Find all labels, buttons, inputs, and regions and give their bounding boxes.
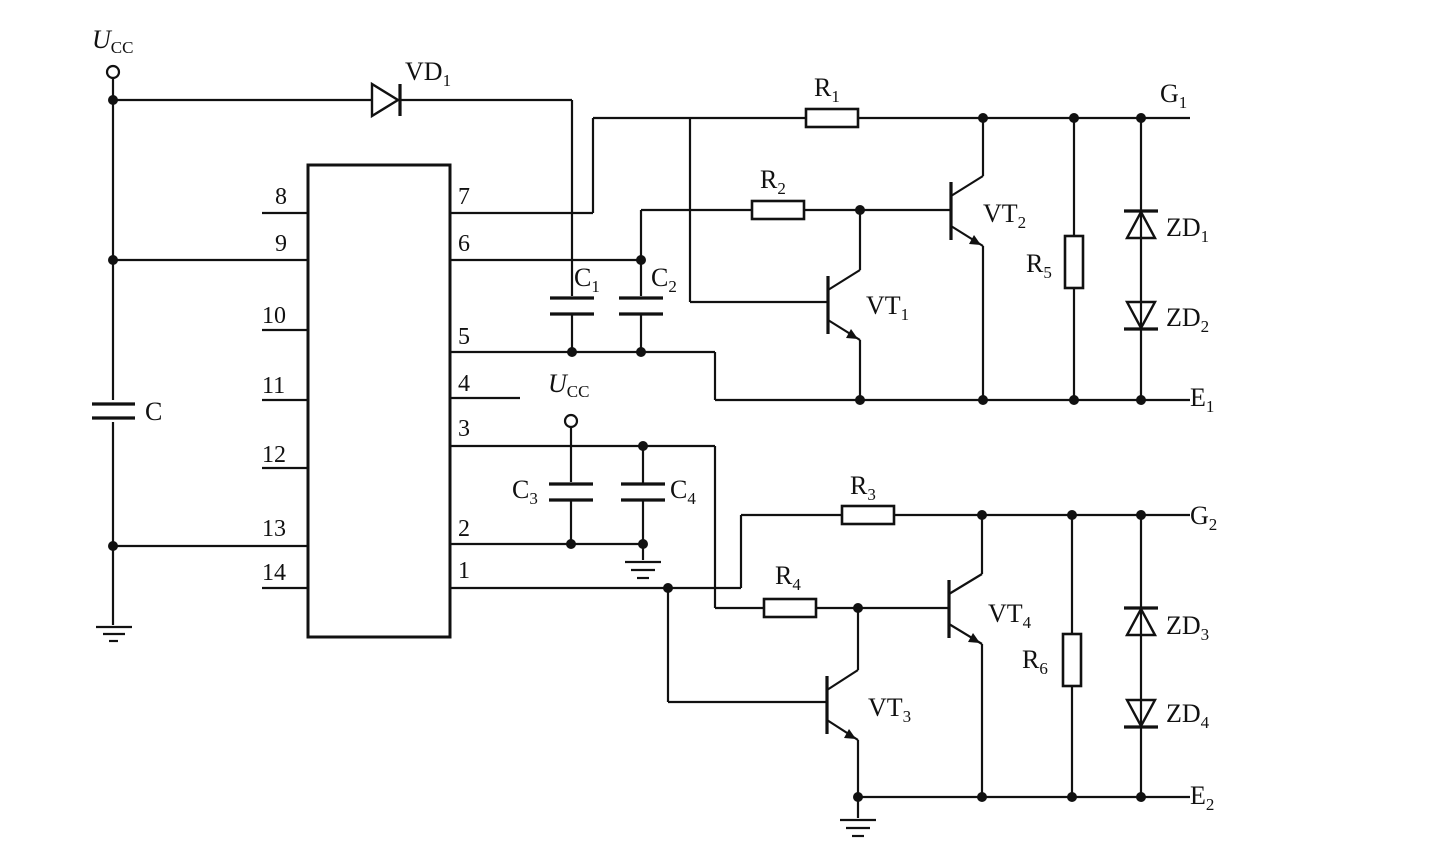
pin-4-label: 4: [458, 371, 470, 397]
vt4-label: VT4: [988, 599, 1032, 632]
pin-2-label: 2: [458, 516, 470, 542]
pin-11-label: 11: [262, 373, 285, 399]
vt2-label: VT2: [983, 199, 1026, 232]
c4-label: C4: [670, 475, 696, 508]
r4-label: R4: [775, 561, 801, 594]
diode-vd1: [370, 81, 574, 296]
upper-channel-wiring: [450, 107, 1190, 402]
r3-label: R3: [850, 471, 876, 504]
r2-label: R2: [760, 165, 786, 198]
pin-7-label: 7: [458, 184, 470, 210]
vt1-label: VT1: [866, 291, 909, 324]
r1-label: R1: [814, 73, 840, 106]
ic-body: [306, 163, 452, 639]
c3-label: C3: [512, 475, 538, 508]
zd3-label: ZD3: [1166, 611, 1209, 644]
capacitor-c-label: C: [145, 397, 162, 426]
g1-label: G1: [1160, 79, 1187, 112]
c2-label: C2: [651, 263, 677, 296]
pin-10-label: 10: [262, 303, 286, 329]
pin-5-label: 5: [458, 324, 470, 350]
ucc-label-left: UCC: [92, 25, 133, 57]
zd2-label: ZD2: [1166, 303, 1209, 336]
pin-9-label: 9: [275, 231, 287, 257]
e2-label: E2: [1190, 781, 1214, 814]
vt3-label: VT3: [868, 693, 911, 726]
pin-13-label: 13: [262, 516, 286, 542]
zd1-label: ZD1: [1166, 213, 1209, 246]
pin-6-label: 6: [458, 231, 470, 257]
zd4-label: ZD4: [1166, 699, 1210, 732]
lower-channel-junctions: [566, 441, 1146, 802]
vd1-label: VD1: [405, 57, 451, 90]
supply-left: [92, 64, 372, 643]
pin-12-label: 12: [262, 442, 286, 468]
lower-channel-wiring: [450, 413, 1190, 838]
c1-label: C1: [574, 263, 600, 296]
r6-label: R6: [1022, 645, 1048, 678]
e1-label: E1: [1190, 383, 1214, 416]
ucc-label-mid: UCC: [548, 369, 589, 401]
pin-3-label: 3: [458, 416, 470, 442]
pin-8-label: 8: [275, 184, 287, 210]
upper-channel-junctions: [567, 113, 1146, 405]
pin-14-label: 14: [262, 560, 286, 586]
g2-label: G2: [1190, 501, 1217, 534]
pin-1-label: 1: [458, 558, 470, 584]
ucc-terminal-left: [105, 64, 121, 80]
r5-label: R5: [1026, 249, 1052, 282]
ic-pin-stubs: [262, 211, 520, 590]
